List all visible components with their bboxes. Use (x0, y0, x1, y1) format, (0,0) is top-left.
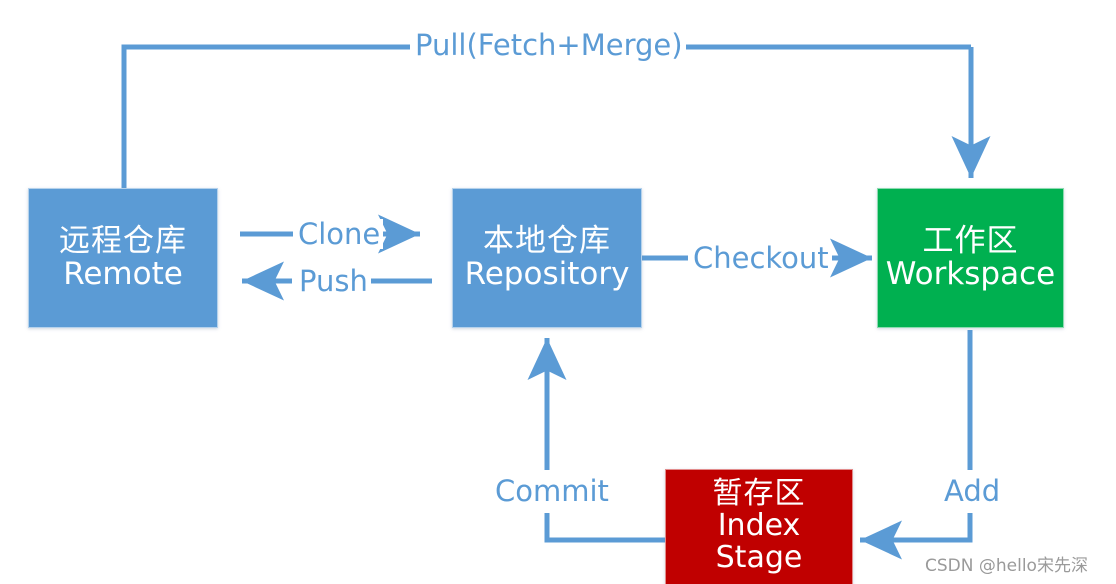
edge-label-add: Add (941, 476, 1004, 506)
edge-label-clone: Clone (295, 219, 384, 249)
node-workspace-label-en: Workspace (885, 256, 1056, 292)
node-index-label-cn: 暂存区 (712, 476, 806, 511)
edge-commit-line-lower (544, 513, 665, 543)
edge-pull-line-left (121, 44, 410, 190)
watermark-text: CSDN @hello宋先深 (925, 556, 1088, 576)
node-index-stage[interactable]: 暂存区 Index Stage (665, 469, 853, 584)
node-remote-label-en: Remote (63, 256, 183, 292)
node-local-repository[interactable]: 本地仓库 Repository (452, 188, 642, 328)
node-index-label-en2: Stage (715, 539, 803, 575)
node-remote-repository[interactable]: 远程仓库 Remote (28, 188, 218, 328)
node-index-label-en: Index (717, 507, 801, 543)
edge-label-checkout: Checkout (690, 243, 832, 273)
node-workspace[interactable]: 工作区 Workspace (877, 188, 1064, 328)
edge-label-push: Push (296, 266, 371, 296)
edge-label-pull: Pull(Fetch+Merge) (412, 30, 686, 60)
node-repository-label-en: Repository (464, 256, 630, 292)
node-workspace-label-cn: 工作区 (922, 223, 1019, 260)
edge-label-commit: Commit (492, 476, 612, 506)
node-remote-label-cn: 远程仓库 (59, 223, 187, 260)
edge-add-arrow-lower (859, 513, 973, 560)
node-repository-label-cn: 本地仓库 (483, 223, 611, 260)
